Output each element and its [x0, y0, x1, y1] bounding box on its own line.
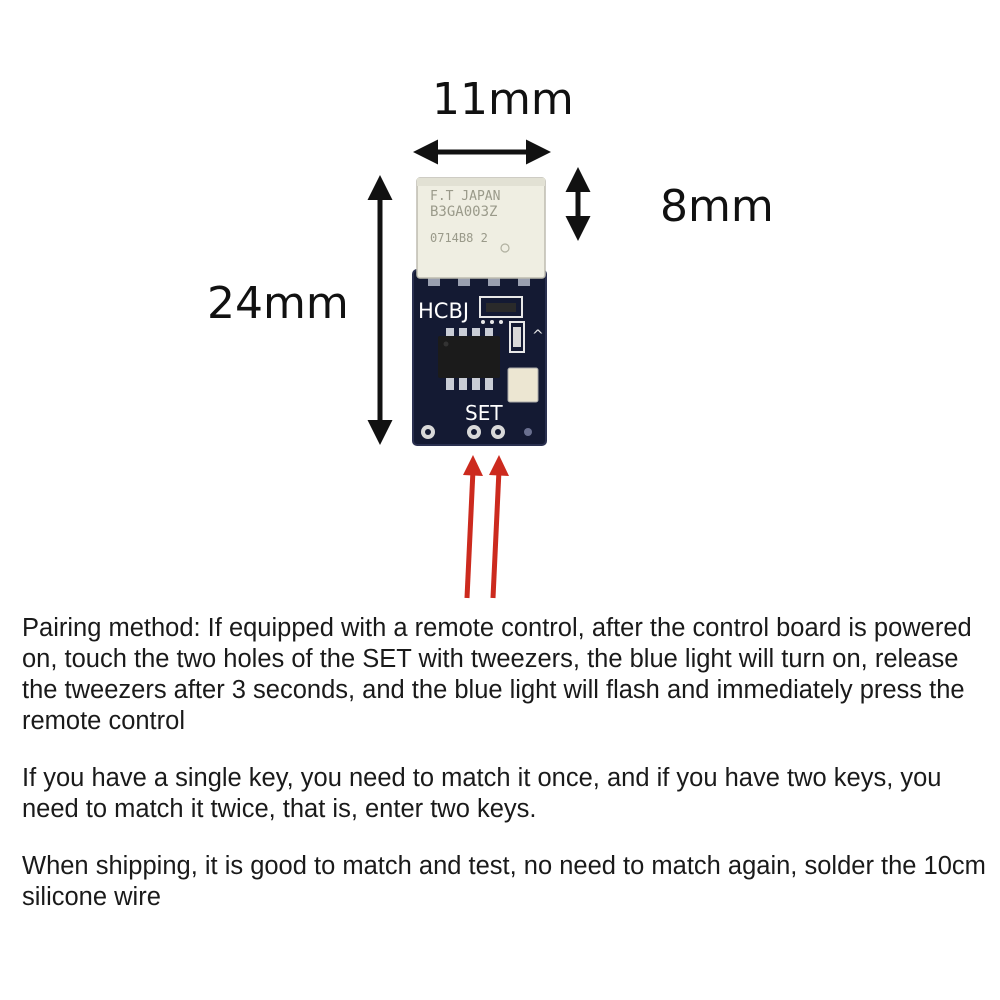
width-dimension-label: 11mm: [432, 74, 574, 125]
relay-height-dimension-label: 8mm: [660, 181, 774, 232]
relay: F.T JAPAN B3GA003Z 0714B8 2: [416, 177, 546, 279]
set-hole-right: [491, 425, 505, 439]
set-hole-left: [467, 425, 481, 439]
set-indicator-arrows: [463, 455, 509, 599]
relay-text-line2: B3GA003Z: [430, 204, 497, 220]
key-matching-note: If you have a single key, you need to ma…: [22, 764, 942, 823]
relay-text-line1: F.T JAPAN: [430, 189, 500, 204]
set-label: SET: [465, 401, 503, 425]
shipping-note: When shipping, it is good to match and t…: [22, 852, 986, 911]
product-figure: ^: [367, 139, 591, 599]
relay-text-line3: 0714B8 2: [430, 231, 488, 245]
pairing-instructions: Pairing method: If equipped with a remot…: [22, 614, 972, 735]
height-dimension-label: 24mm: [207, 278, 349, 329]
board-brand-label: HCBJ: [418, 299, 469, 323]
mount-hole: [421, 425, 435, 439]
ic-chip: [438, 328, 500, 390]
pcb-board: ^: [412, 269, 547, 446]
svg-text:^: ^: [532, 328, 544, 344]
